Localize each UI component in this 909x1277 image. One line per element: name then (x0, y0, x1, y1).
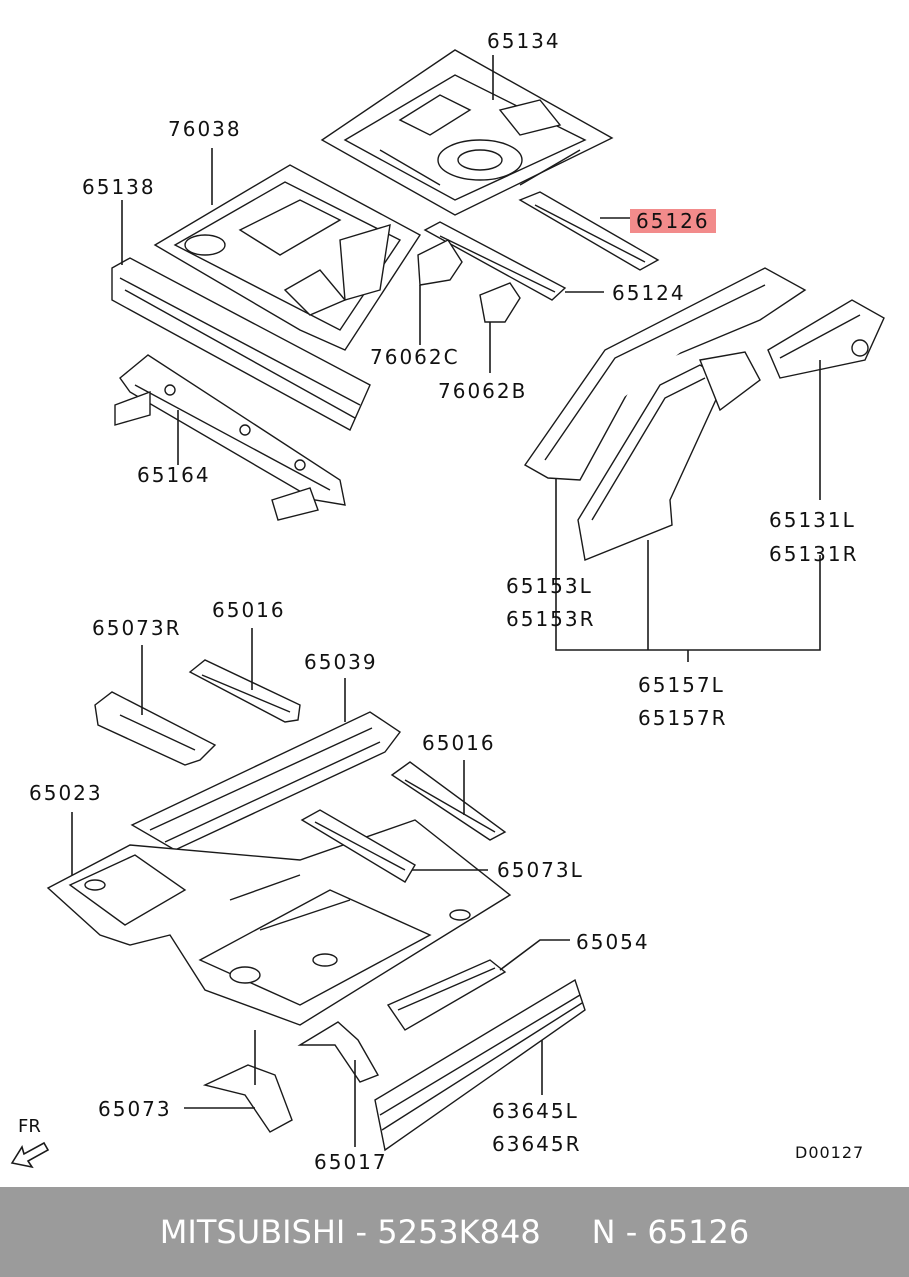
label-65126: 65126 (630, 209, 716, 233)
label-65073: 65073 (98, 1097, 172, 1121)
label-65131L: 65131L (769, 508, 856, 532)
part-65157-side-member (523, 267, 807, 561)
label-65073R: 65073R (92, 616, 182, 640)
footer-brand: MITSUBISHI (159, 1213, 346, 1251)
label-76038: 76038 (168, 117, 242, 141)
part-65138-crossmember (111, 257, 371, 431)
label-65157L: 65157L (638, 673, 725, 697)
label-65153R: 65153R (506, 607, 596, 631)
parts-diagram: 65134 76038 65138 65126 65124 76062C 760… (10, 29, 885, 1174)
label-65138: 65138 (82, 175, 156, 199)
leader-lines (71, 55, 821, 1147)
footer-separator: - (345, 1213, 378, 1251)
part-76062C-bracket (417, 239, 463, 286)
part-65164-crossmember (114, 354, 346, 521)
footer-ref: N - 65126 (591, 1213, 750, 1251)
part-65054 (386, 959, 507, 1031)
label-65164: 65164 (137, 463, 211, 487)
label-65131R: 65131R (769, 542, 859, 566)
part-65073R (94, 691, 217, 766)
footer-part-number: 5253K848 (377, 1213, 541, 1251)
part-76062B-bracket (479, 282, 521, 323)
label-65054: 65054 (576, 930, 650, 954)
fr-label: FR (18, 1116, 41, 1137)
part-65073L (300, 809, 416, 883)
label-63645R: 63645R (492, 1132, 582, 1156)
part-63645-sill (374, 978, 586, 1152)
label-65016-upper: 65016 (212, 598, 286, 622)
part-65039-tunnel (130, 711, 402, 851)
part-65134-rear-floor-pan (320, 49, 614, 216)
label-65039: 65039 (304, 650, 378, 674)
part-65124-crossmember (423, 221, 567, 301)
fr-arrow-icon (10, 1141, 50, 1169)
label-65124: 65124 (612, 281, 686, 305)
label-65157R: 65157R (638, 706, 728, 730)
label-65153L: 65153L (506, 574, 593, 598)
label-76062B: 76062B (438, 379, 528, 403)
part-76038-floor-section (153, 164, 422, 351)
label-65016-right: 65016 (422, 731, 496, 755)
part-65126-rail (518, 191, 660, 271)
label-65073L: 65073L (497, 858, 584, 882)
part-65016-right (390, 761, 507, 841)
part-65016-upper (188, 659, 301, 723)
part-65017-bracket (297, 1021, 380, 1083)
part-65131-bracket (767, 299, 885, 379)
label-65023: 65023 (29, 781, 103, 805)
footer-bar: MITSUBISHI - 5253K848 N - 65126 (0, 1187, 909, 1277)
diagram-drawing (10, 49, 885, 1169)
label-76062C: 76062C (370, 345, 460, 369)
part-65073-bracket (202, 1064, 293, 1133)
diagram-code: D00127 (795, 1143, 865, 1162)
label-63645L: 63645L (492, 1099, 579, 1123)
label-65134: 65134 (487, 29, 561, 53)
footer-gap (541, 1213, 592, 1251)
label-65017: 65017 (314, 1150, 388, 1174)
